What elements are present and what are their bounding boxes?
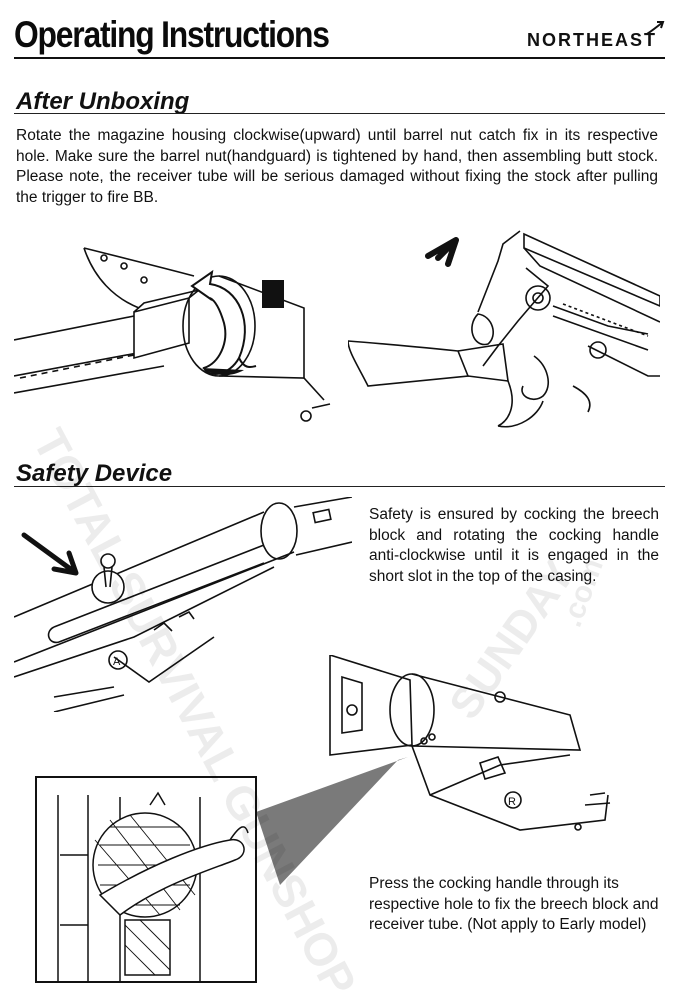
after-unboxing-text: Rotate the magazine housing clockwise(up… <box>16 127 658 206</box>
brand-logo: NORTHEAST <box>527 30 657 50</box>
section-title-safety-device: Safety Device <box>16 460 173 487</box>
section-title-after-unboxing: After Unboxing <box>16 88 190 115</box>
brand-swoosh-icon <box>646 21 665 35</box>
magazine-housing-illustration <box>14 247 331 422</box>
callout-wedge <box>256 757 408 885</box>
safety-slot-illustration: A <box>14 497 352 712</box>
marker-r-label: R <box>508 796 516 808</box>
title-divider <box>14 57 665 59</box>
section-divider <box>14 486 665 487</box>
section-divider <box>14 113 665 114</box>
safety-device-text: Safety is ensured by cocking the breech … <box>369 506 659 585</box>
page-title: Operating Instructions <box>14 14 330 55</box>
cocking-handle-caption: Press the cocking handle through its res… <box>369 875 659 933</box>
receiver-tube-illustration: R <box>329 655 611 831</box>
inset-callout <box>35 757 408 983</box>
butt-stock-illustration <box>348 230 660 428</box>
marker-a-label: A <box>113 656 121 668</box>
